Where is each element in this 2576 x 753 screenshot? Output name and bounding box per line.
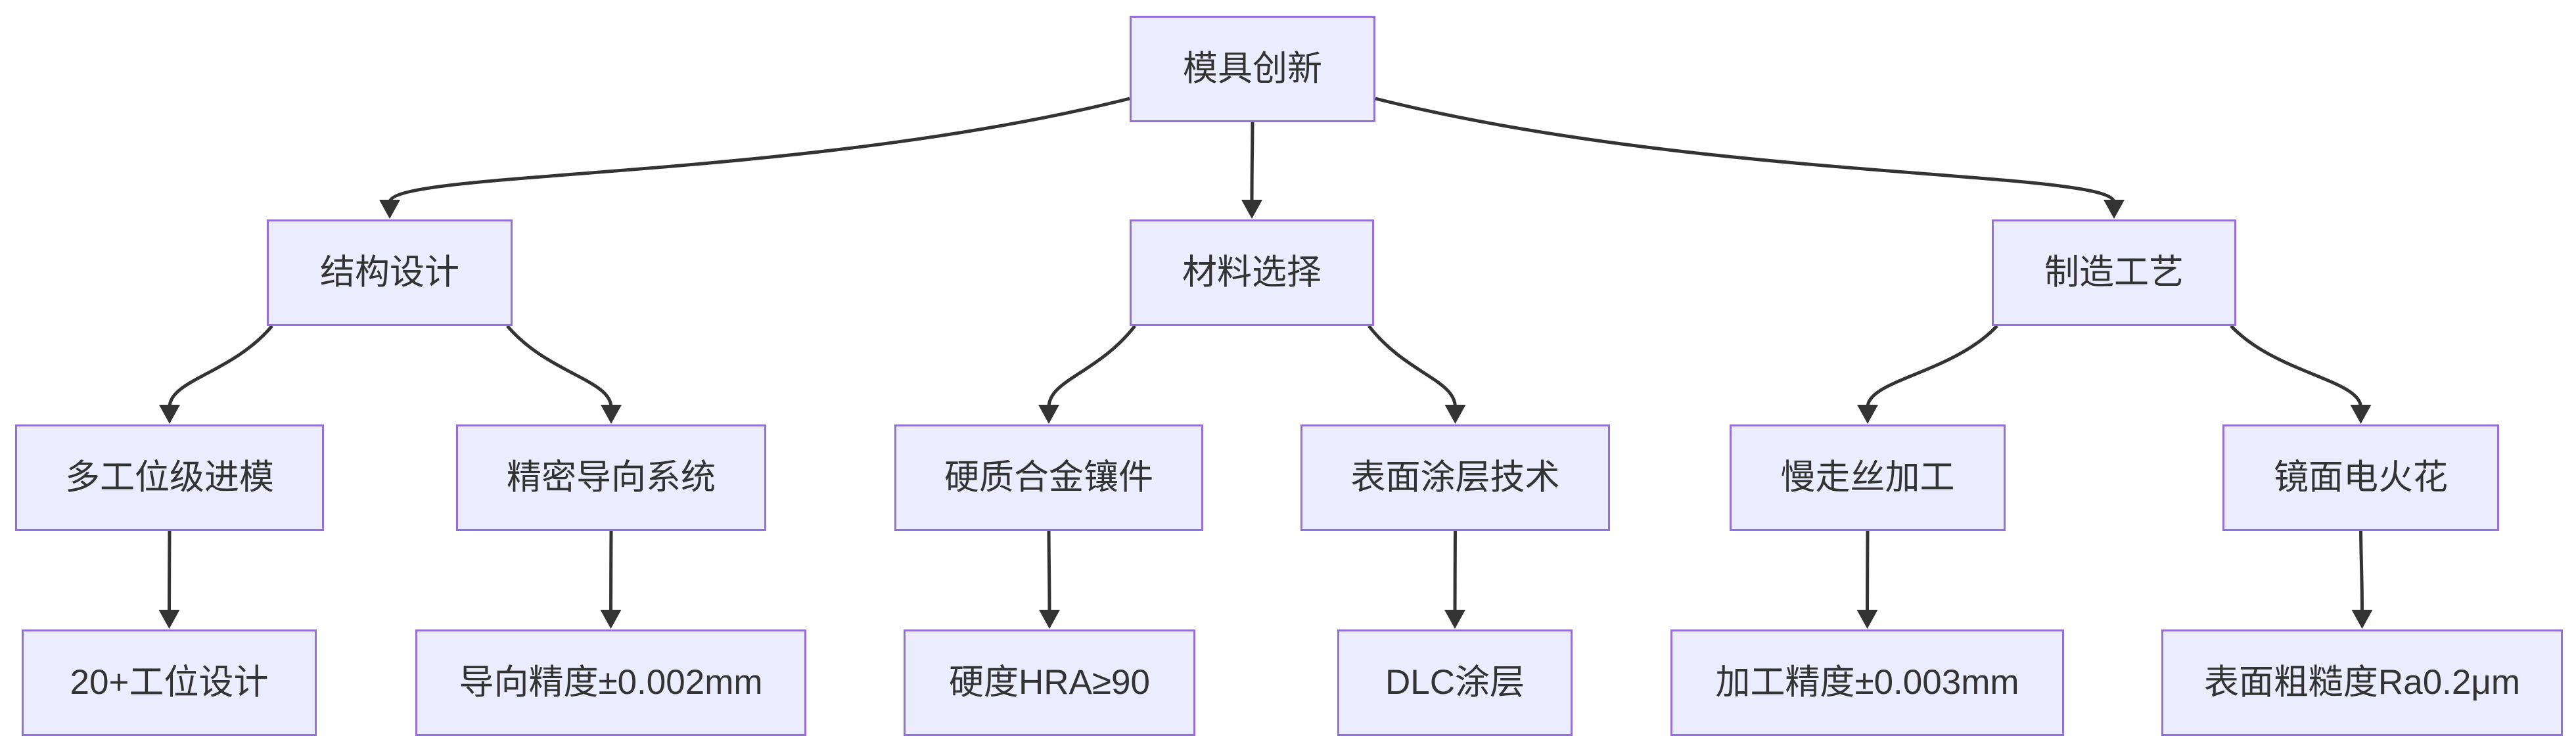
node-label: 加工精度±0.003mm [1715,663,2019,702]
node-label: 导向精度±0.002mm [459,663,763,702]
node-structure-design: 结构设计 [267,219,513,326]
node-surface-roughness: 表面粗糙度Ra0.2μm [2161,629,2563,736]
arrowhead-icon [159,405,180,424]
node-label: 多工位级进模 [65,458,274,497]
edge-mirror-edm-to-surface-roughness [2359,530,2364,613]
arrowhead-icon [601,405,622,424]
edge-surface-coating-tech-to-dlc-coating [1453,530,1457,613]
node-label: 慢走丝加工 [1780,458,1955,497]
node-dlc-coating: DLC涂层 [1337,629,1573,736]
node-label: 20+工位设计 [70,663,269,702]
node-hardness: 硬度HRA≥90 [904,629,1195,736]
node-multi-station-progressive-die: 多工位级进模 [15,424,324,531]
node-label: 结构设计 [320,253,459,292]
edge-precision-guide-system-to-guide-precision [609,530,613,613]
node-label: 模具创新 [1183,49,1322,89]
arrowhead-icon [1039,610,1060,629]
edge-mold-innovation-to-material-selection [1250,122,1254,203]
edge-structure-design-to-multi-station-progressive-die [168,325,273,408]
edge-structure-design-to-precision-guide-system [506,325,613,408]
edge-mold-innovation-to-structure-design [388,97,1130,203]
node-surface-coating-tech: 表面涂层技术 [1300,424,1610,531]
node-guide-precision: 导向精度±0.002mm [415,629,806,736]
node-label: 镜面电火花 [2274,458,2448,497]
arrowhead-icon [379,200,400,219]
arrowhead-icon [158,610,180,629]
node-carbide-insert: 硬质合金镶件 [894,424,1203,531]
arrowhead-icon [2104,200,2125,219]
arrowhead-icon [1038,405,1059,424]
node-label: 表面涂层技术 [1350,458,1560,497]
edge-manufacturing-process-to-mirror-edm [2230,325,2362,408]
arrowhead-icon [2350,405,2372,424]
arrowhead-icon [1857,405,1878,424]
node-precision-guide-system: 精密导向系统 [456,424,766,531]
node-material-selection: 材料选择 [1130,219,1374,326]
arrowhead-icon [600,610,622,629]
node-mold-innovation: 模具创新 [1130,16,1375,122]
arrowhead-icon [2351,610,2373,629]
node-label: 精密导向系统 [507,458,716,497]
edge-manufacturing-process-to-slow-wire-edm [1866,325,1998,408]
node-machining-precision: 加工精度±0.003mm [1670,629,2064,736]
node-label: DLC涂层 [1385,663,1525,702]
node-label: 硬质合金镶件 [944,458,1153,497]
arrowhead-icon [1856,610,1878,629]
node-station-design: 20+工位设计 [22,629,317,736]
node-label: 制造工艺 [2044,253,2184,292]
arrowhead-icon [1444,610,1465,629]
edge-mold-innovation-to-manufacturing-process [1375,97,2116,203]
node-manufacturing-process: 制造工艺 [1992,219,2236,326]
node-slow-wire-edm: 慢走丝加工 [1730,424,2006,531]
arrowhead-icon [1444,405,1466,424]
edge-material-selection-to-carbide-insert [1047,325,1136,408]
node-label: 表面粗糙度Ra0.2μm [2203,663,2521,702]
arrowhead-icon [1241,200,1262,219]
edge-material-selection-to-surface-coating-tech [1368,325,1457,408]
node-label: 硬度HRA≥90 [949,663,1150,702]
node-label: 材料选择 [1182,253,1322,292]
node-mirror-edm: 镜面电火花 [2222,424,2499,531]
